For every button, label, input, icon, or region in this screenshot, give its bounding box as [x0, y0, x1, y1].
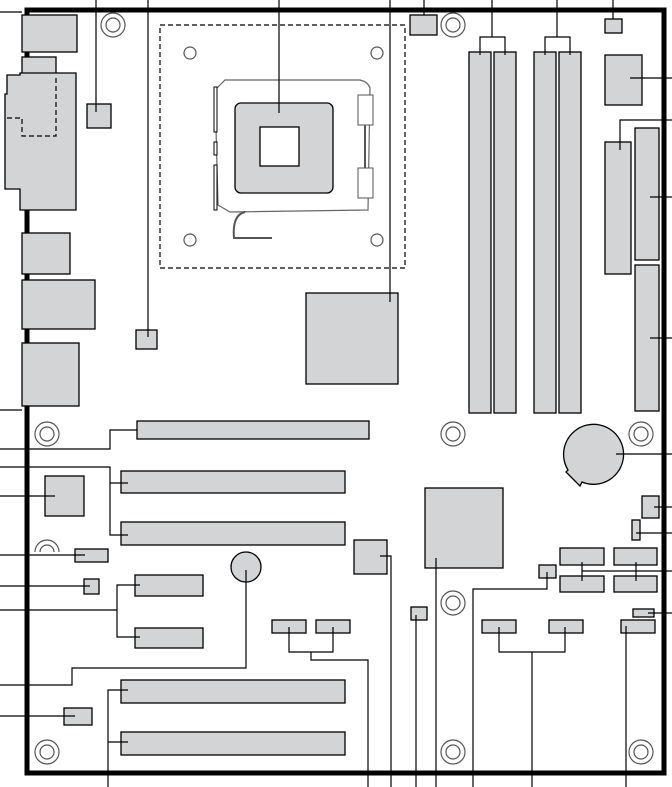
usb-header [548, 619, 584, 634]
dimm-slot [533, 51, 557, 414]
pci-slot [120, 470, 346, 494]
pci-slot [120, 731, 346, 756]
rear-io-outline [7, 75, 57, 137]
pcie-x16-slot [136, 420, 370, 440]
main-power-connector [634, 127, 660, 261]
rear-connector [21, 14, 78, 53]
dimm-slot [468, 51, 492, 414]
mounting-hole [440, 739, 466, 765]
mounting-hole [34, 539, 60, 553]
power-connector [604, 54, 643, 106]
leader-line [472, 572, 548, 787]
rear-connector [21, 279, 96, 330]
pcie-x1-slot [134, 574, 204, 597]
mounting-holes [34, 12, 654, 765]
leader-line [0, 570, 247, 686]
mounting-hole [34, 421, 60, 447]
pcie-x1-slot [134, 627, 204, 649]
mounting-hole [440, 590, 466, 616]
mounting-hole [628, 739, 654, 765]
rear-connector [21, 342, 80, 407]
cpu-socket-center [259, 126, 300, 167]
mounting-hole [100, 12, 126, 38]
rear-io-stack [4, 72, 77, 211]
cpu-socket [213, 79, 374, 239]
header [410, 606, 428, 621]
battery [562, 423, 625, 488]
pci-slot [120, 679, 346, 704]
leader-line [0, 429, 137, 450]
northbridge-chip [305, 292, 399, 385]
leader-line [116, 584, 140, 638]
header [86, 103, 112, 129]
leader-line [380, 555, 392, 787]
heatsink-holes [183, 46, 384, 247]
leader-line [0, 466, 128, 536]
rear-connector [21, 56, 57, 75]
pci-slot [120, 521, 346, 546]
rear-connector [21, 232, 71, 275]
dimm-slot [493, 51, 517, 414]
mounting-hole [628, 421, 654, 447]
mounting-hole [440, 421, 466, 447]
mounting-hole [440, 12, 466, 38]
dimm-slot [558, 51, 582, 414]
jumper [631, 519, 641, 541]
fan-header [604, 18, 623, 34]
header [135, 329, 158, 350]
mounting-hole [34, 739, 60, 765]
leader-line [619, 119, 672, 150]
front-panel-header [620, 619, 656, 634]
southbridge-chip [424, 487, 504, 569]
leader-line [107, 689, 128, 787]
leader-line [310, 652, 369, 787]
floppy-connector [604, 141, 632, 275]
chip [353, 539, 388, 575]
cpu-keepout-area [159, 24, 406, 269]
fan-header [409, 14, 438, 36]
